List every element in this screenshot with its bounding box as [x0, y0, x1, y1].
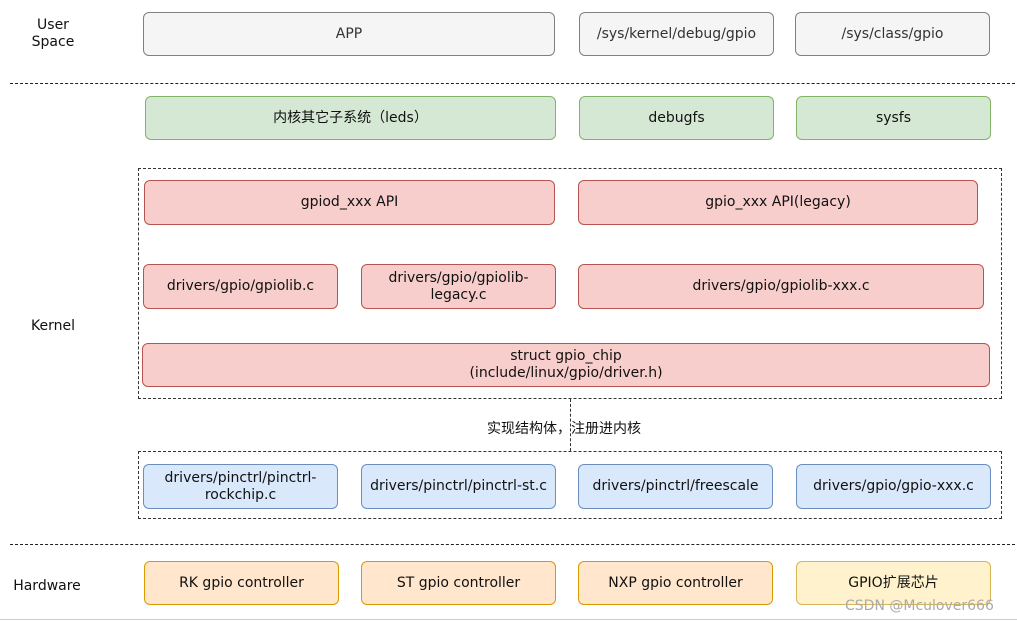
- st-gpio-controller-box: ST gpio controller: [361, 561, 556, 605]
- gpiolib-container: [138, 168, 1002, 399]
- gpio-chip-box: struct gpio_chip (include/linux/gpio/dri…: [142, 343, 990, 387]
- pinctrl-rockchip-box: drivers/pinctrl/pinctrl- rockchip.c: [143, 464, 338, 509]
- gpiod-api-box: gpiod_xxx API: [144, 180, 555, 225]
- pinctrl-st-box: drivers/pinctrl/pinctrl-st.c: [361, 464, 556, 509]
- sysfs-box: sysfs: [796, 96, 991, 140]
- watermark: CSDN @Mculover666: [845, 598, 994, 614]
- user-space-label: User Space: [31, 17, 75, 50]
- kernel-label: Kernel: [31, 318, 75, 334]
- gpiolib-legacy-c-box: drivers/gpio/gpiolib-legacy.c: [361, 264, 556, 309]
- debug-gpio-box: /sys/kernel/debug/gpio: [579, 12, 774, 56]
- pinctrl-freescale-box: drivers/pinctrl/freescale: [578, 464, 773, 509]
- gpiolib-c-box: drivers/gpio/gpiolib.c: [143, 264, 338, 309]
- rk-gpio-controller-box: RK gpio controller: [144, 561, 339, 605]
- other-subsystems-box: 内核其它子系统（leds）: [145, 96, 556, 140]
- gpio-legacy-api-box: gpio_xxx API(legacy): [578, 180, 978, 225]
- nxp-gpio-controller-box: NXP gpio controller: [578, 561, 773, 605]
- gpio-expander-box: GPIO扩展芯片: [796, 561, 991, 605]
- bottom-border: [0, 619, 1017, 620]
- hardware-label: Hardware: [13, 578, 81, 594]
- gpiolib-xxx-c-box: drivers/gpio/gpiolib-xxx.c: [578, 264, 984, 309]
- class-gpio-box: /sys/class/gpio: [795, 12, 990, 56]
- kernel-hardware-separator: [10, 544, 1015, 545]
- drivers-container: [138, 451, 1002, 519]
- user-kernel-separator: [10, 83, 1015, 84]
- register-connector-label: 实现结构体，注册进内核: [487, 421, 641, 437]
- app-box: APP: [143, 12, 555, 56]
- gpio-xxx-driver-box: drivers/gpio/gpio-xxx.c: [796, 464, 991, 509]
- debugfs-box: debugfs: [579, 96, 774, 140]
- register-connector-line: [570, 399, 571, 451]
